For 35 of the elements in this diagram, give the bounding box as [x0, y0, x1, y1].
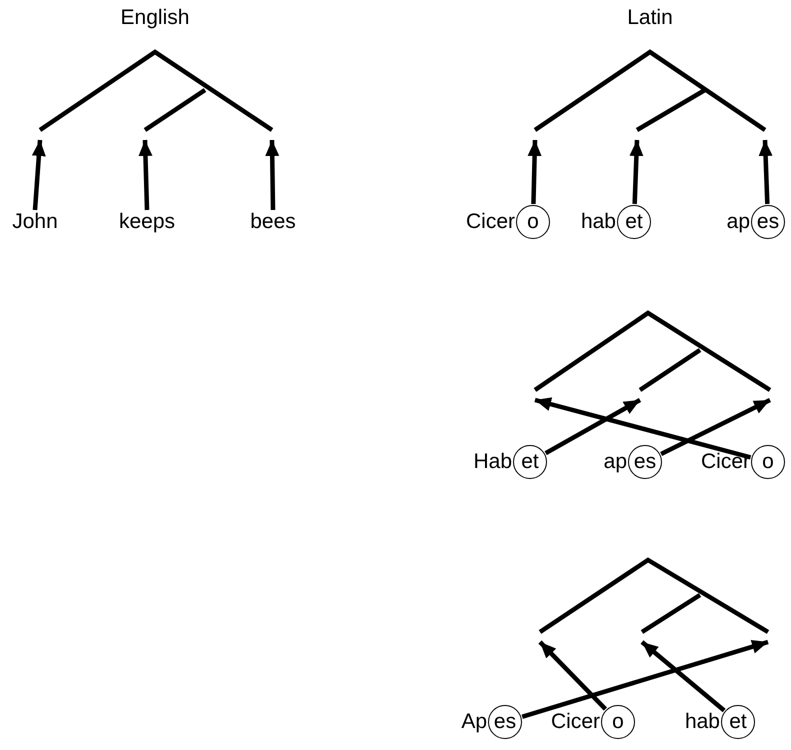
language-heading: Latin	[627, 5, 673, 31]
arrow	[629, 140, 644, 204]
word-ending-circle: o	[516, 205, 550, 239]
word-ending-circle: es	[488, 705, 522, 739]
word-ending-circle: et	[617, 205, 651, 239]
word-stem: Cicer	[466, 209, 515, 235]
arrow	[534, 397, 752, 460]
arrow	[522, 640, 769, 719]
word-stem: Hab	[473, 449, 512, 475]
word-stem: hab	[684, 709, 720, 735]
word-stem: ap	[726, 209, 750, 235]
arrow	[528, 140, 542, 204]
word-stem: ap	[604, 449, 627, 475]
word-ending-circle: es	[751, 205, 785, 239]
word-stem: hab	[580, 209, 616, 235]
arrow	[265, 140, 280, 210]
word-ending-circle: es	[628, 445, 662, 479]
word-stem: Cicer	[700, 449, 750, 475]
arrow	[32, 140, 46, 210]
word: bees	[250, 210, 296, 233]
word-stem: Ap	[461, 709, 487, 735]
word-ending-circle: et	[721, 705, 755, 739]
arrow	[660, 398, 771, 456]
arrow	[138, 140, 152, 210]
arrow	[758, 140, 773, 204]
word-ending-circle: o	[751, 445, 785, 479]
word: John	[12, 210, 58, 233]
word-ending-circle: o	[601, 705, 635, 739]
word-ending-circle: et	[513, 445, 547, 479]
word: keeps	[118, 210, 176, 233]
language-heading: English	[120, 5, 190, 31]
word-stem: Cicer	[550, 709, 600, 735]
arrow	[640, 640, 726, 712]
arrow	[544, 398, 642, 456]
arrow	[538, 640, 608, 711]
